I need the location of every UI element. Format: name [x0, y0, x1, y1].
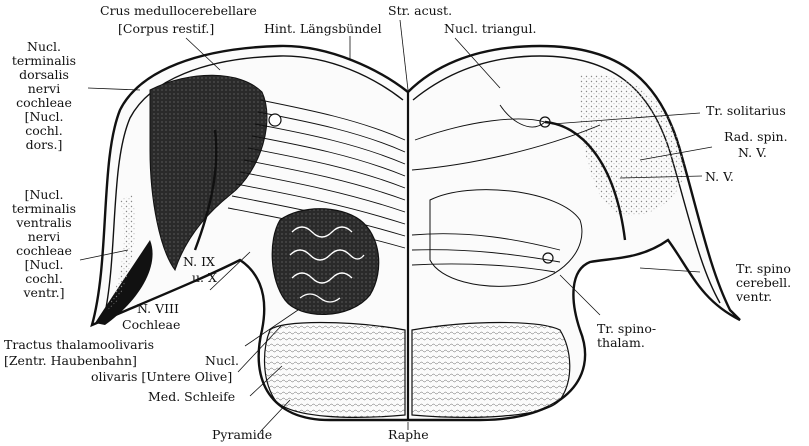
label-n-v-lower: N. V. [705, 170, 734, 184]
label-zentr-haubenbahn: [Zentr. Haubenbahn] [4, 354, 137, 368]
label-hint-langsbundel: Hint. Längsbündel [264, 22, 382, 36]
label-raphe: Raphe [388, 428, 429, 442]
label-crus-medullocerebellare: Crus medullocerebellare [100, 4, 257, 18]
label-corpus-restif: [Corpus restif.] [118, 22, 214, 36]
label-str-acust: Str. acust. [388, 4, 452, 18]
label-olivaris: olivaris [Untere Olive] [91, 370, 232, 384]
label-tr-spinothalam: Tr. spino- thalam. [597, 322, 656, 350]
label-tractus-thalamoolivaris: Tractus thalamoolivaris [4, 338, 154, 352]
label-n-viii: N. VIII [137, 302, 179, 316]
pyramid-left [265, 323, 405, 418]
label-n-ix: N. IX [183, 255, 215, 269]
label-nucl-terminalis-ventralis: [Nucl. terminalis ventralis nervi cochle… [4, 188, 84, 300]
label-u-x: u. X [192, 271, 217, 285]
label-nucl-terminalis-dorsalis: Nucl. terminalis dorsalis nervi cochleae… [4, 40, 84, 152]
label-tr-solitarius: Tr. solitarius [706, 104, 786, 118]
label-cochleae: Cochleae [122, 318, 180, 332]
label-n-v-upper: N. V. [738, 146, 767, 160]
inferior-olive [272, 209, 379, 315]
label-nucl-triangul: Nucl. triangul. [444, 22, 536, 36]
label-nucl-olivaris: Nucl. [205, 354, 239, 368]
label-med-schleife: Med. Schleife [148, 390, 235, 404]
label-rad-spin: Rad. spin. [724, 130, 788, 144]
pyramid-right [412, 323, 570, 418]
left-nucleus-circle [269, 114, 281, 126]
label-tr-spinocerebell: Tr. spino cerebell. ventr. [736, 262, 791, 304]
label-pyramide: Pyramide [212, 428, 272, 442]
